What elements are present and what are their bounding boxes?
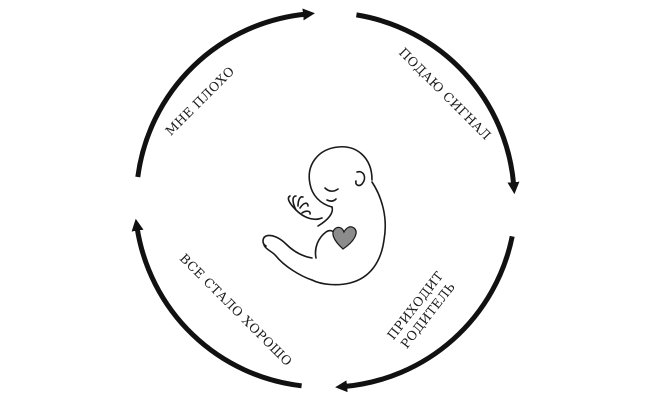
baby-hand xyxy=(287,195,311,215)
baby-with-heart-icon xyxy=(262,146,387,286)
step-label-all-good: ВСЕ СТАЛО ХОРОШО xyxy=(177,251,296,370)
heart-icon xyxy=(332,226,357,250)
step-label-feel-bad: МНЕ ПЛОХО xyxy=(162,63,237,138)
baby-front xyxy=(317,206,334,227)
cycle-arrow-top-right xyxy=(355,12,520,195)
baby-arm xyxy=(295,209,323,221)
baby-leg xyxy=(262,234,313,281)
baby-back xyxy=(311,181,387,286)
baby-head xyxy=(308,146,373,208)
cycle-arrow-bottom-right xyxy=(335,235,515,393)
cycle-arrow-bottom-left xyxy=(131,218,302,389)
baby-eye xyxy=(324,187,339,192)
baby-ear xyxy=(355,170,366,187)
baby-mouth xyxy=(326,198,337,202)
step-label-parent-comes: ПРИХОДИТ РОДИТЕЛЬ xyxy=(384,268,458,351)
cycle-arrow-top-left xyxy=(135,8,315,178)
